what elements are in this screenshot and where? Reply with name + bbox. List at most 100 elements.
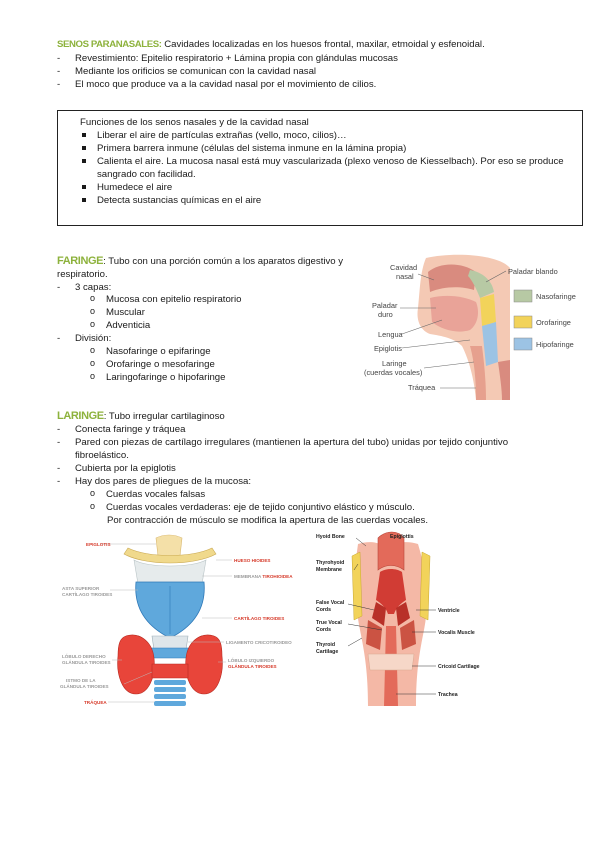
- legend-orofaringe: Orofaringe: [536, 318, 571, 327]
- faringe-intro-cont: respiratorio.: [57, 269, 108, 280]
- funciones-list: Liberar el aire de partículas extrañas (…: [80, 129, 564, 207]
- pharynx-legend: Nasofaringe Orofaringe Hipofaringe: [513, 289, 576, 351]
- pliegues-continuation: Por contracción de músculo se modifica l…: [107, 515, 429, 526]
- legend-swatch-hipofaringe: [513, 337, 533, 351]
- list-item: Cubierta por la epiglotis: [57, 462, 508, 475]
- faringe-intro: FARINGE: Tubo con una porción común a lo…: [57, 255, 344, 267]
- laringe-list: Conecta faringe y tráquea Pared con piez…: [57, 423, 508, 488]
- nasopharynx-region: [468, 270, 494, 298]
- faringe-heading: FARINGE: [57, 255, 104, 267]
- label-asta-superior-2: CARTÍLAGO TIROIDES: [62, 590, 112, 597]
- larynx-front-diagram: EPIGLOTIS HUESO HIOIDES MEMBRANA TIROHIO…: [60, 534, 293, 706]
- label-ligamento: LIGAMENTO CRICOTIROIDEO: [226, 640, 292, 645]
- oropharynx-region: [480, 294, 496, 326]
- thyroid-lobe-left-shape: [185, 634, 223, 695]
- senos-list: Revestimiento: Epitelio respiratorio + L…: [57, 52, 398, 91]
- senos-intro-text: Cavidades localizadas en los huesos fron…: [161, 39, 485, 50]
- tongue-shape: [430, 295, 478, 332]
- label-thyroid-2: Cartilage: [316, 649, 338, 655]
- funciones-box: [57, 110, 583, 226]
- list-item: Mediante los orificios se comunican con …: [57, 65, 398, 78]
- thyrohyoid-cartilage-right: [419, 551, 431, 621]
- label-paladar-blando: Paladar blando: [508, 267, 558, 276]
- label-traquea: Tráquea: [408, 383, 436, 392]
- thyrohyoid-membrane-shape: [133, 559, 207, 585]
- esophagus-shape: [498, 360, 510, 400]
- list-item: Revestimiento: Epitelio respiratorio + L…: [57, 52, 398, 65]
- label-thyrohyoid: Thyrohyoid: [316, 560, 344, 566]
- list-item: El moco que produce va a la cavidad nasa…: [57, 78, 398, 91]
- thyroid-lobe-right-shape: [117, 634, 155, 695]
- list-item: Detecta sustancias químicas en el aire: [80, 194, 564, 207]
- list-item: Adventicia: [90, 318, 241, 332]
- label-paladar-duro-2: duro: [378, 310, 393, 319]
- label-laringe: Laringe: [382, 359, 407, 368]
- false-cord-right: [396, 602, 410, 626]
- cricoid-shape: [147, 647, 193, 659]
- legend-swatch-orofaringe: [513, 315, 533, 329]
- list-item: Orofaringe o mesofaringe: [90, 357, 225, 371]
- vestibule-shape: [376, 569, 406, 614]
- label-lobulo-derecho-2: GLÁNDULA TIROIDES: [62, 659, 111, 665]
- list-item: Cuerdas vocales verdaderas: eje de tejid…: [90, 500, 415, 514]
- legend-nasofaringe: Nasofaringe: [536, 292, 576, 301]
- hyoid-bone-shape: [123, 547, 217, 564]
- label-cartilago-tiroides: CARTÍLAGO TIROIDES: [234, 614, 284, 621]
- list-item: Cuerdas vocales falsas: [90, 487, 415, 501]
- label-cavidad-nasal-2: nasal: [396, 272, 414, 281]
- hypopharynx-region: [482, 322, 498, 366]
- laringe-heading: LARINGE: [57, 410, 104, 422]
- list-item: Humedece el aire: [80, 181, 564, 194]
- label-true-vocal: True Vocal: [316, 620, 342, 626]
- faringe-division-list: Nasofaringe o epifaringe Orofaringe o me…: [90, 344, 225, 384]
- label-epiglotis: EPIGLOTIS: [86, 542, 111, 547]
- label-false-vocal-2: Cords: [316, 607, 331, 613]
- list-item: Conecta faringe y tráquea: [57, 423, 508, 436]
- trachea-shape: [470, 346, 486, 400]
- label-thyroid: Thyroid: [316, 642, 335, 648]
- laringe-intro: LARINGE: Tubo irregular cartilaginoso: [57, 410, 225, 422]
- label-istmo: ISTMO DE LA: [66, 678, 96, 683]
- label-vocalis: Vocalis Muscle: [438, 630, 475, 636]
- list-item: Calienta el aire. La mucosa nasal está m…: [80, 155, 564, 168]
- vocalis-right: [400, 620, 416, 650]
- larynx-section-diagram: Hyoid Bone Epiglottis Thyrohyoid Membran…: [316, 531, 480, 706]
- label-traquea: TRÁQUEA: [84, 699, 107, 705]
- label-lobulo-izquierdo: LÓBULO IZQUIERDO: [228, 656, 275, 663]
- epiglottis-shape: [377, 531, 405, 571]
- label-true-vocal-2: Cords: [316, 627, 331, 633]
- list-item: Liberar el aire de partículas extrañas (…: [80, 129, 564, 142]
- legend-hipofaringe: Hipofaringe: [536, 340, 574, 349]
- list-item: Nasofaringe o epifaringe: [90, 344, 225, 358]
- label-lobulo-izquierdo-2: GLÁNDULA TIROIDES: [228, 663, 277, 669]
- thyrohyoid-cartilage-left: [351, 551, 363, 621]
- list-item: Primera barrera inmune (células del sist…: [80, 142, 564, 155]
- list-item: Laringofaringe o hipofaringe: [90, 370, 225, 384]
- label-paladar-duro: Paladar: [372, 301, 398, 310]
- label-thyrohyoid-2: Membrane: [316, 567, 342, 573]
- label-trachea: Trachea: [438, 692, 458, 698]
- leader-lines: [400, 270, 507, 389]
- legend-swatch-nasofaringe: [513, 289, 533, 303]
- label-hueso-hioides: HUESO HIOIDES: [234, 558, 271, 563]
- leader-lines: [100, 543, 232, 703]
- faringe-division-label: División:: [57, 332, 111, 345]
- list-item-continuation: fibroelástico.: [75, 450, 129, 461]
- list-item: Pared con piezas de cartílago irregulare…: [57, 436, 508, 449]
- list-item: Muscular: [90, 305, 241, 319]
- label-lobulo-derecho: LÓBULO DERECHO: [62, 652, 106, 659]
- senos-intro: SENOS PARANASALES: Cavidades localizadas…: [57, 38, 485, 51]
- faringe-capas-label: 3 capas:: [57, 281, 111, 294]
- epiglottis-shape: [155, 534, 183, 557]
- label-asta-superior: ASTA SUPERIOR: [62, 586, 100, 591]
- vocalis-left: [366, 620, 382, 650]
- funciones-title: Funciones de los senos nasales y de la c…: [80, 117, 309, 128]
- pliegues-list: Cuerdas vocales falsas Cuerdas vocales v…: [90, 487, 415, 514]
- label-ventricle: Ventricle: [438, 608, 460, 614]
- label-epiglotis: Epiglotis: [374, 344, 402, 353]
- label-hyoid: Hyoid Bone: [316, 534, 345, 540]
- faringe-capas-list: Mucosa con epitelio respiratorio Muscula…: [90, 292, 241, 332]
- label-epiglottis: Epiglottis: [390, 534, 414, 540]
- nasal-cavity-shape: [428, 264, 476, 292]
